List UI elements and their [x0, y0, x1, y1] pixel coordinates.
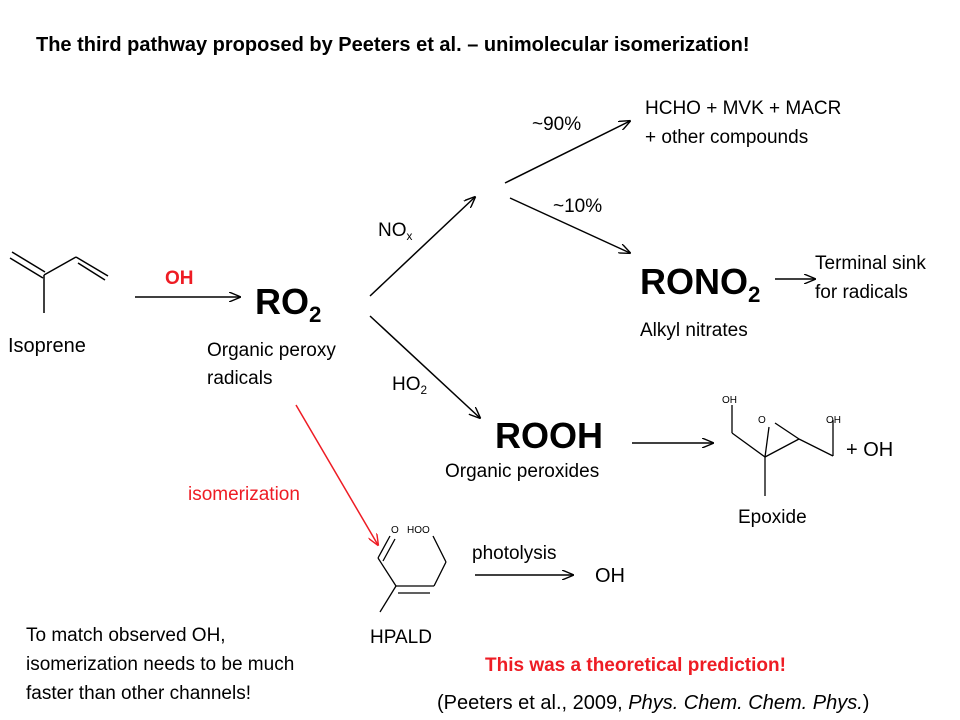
hpald-hoo-atom: HOO	[407, 525, 430, 536]
branch-10-arrow	[509, 197, 630, 253]
isoprene-structure	[9, 251, 109, 313]
epoxide-oh-left: OH	[722, 395, 737, 406]
epoxide-plus-oh: + OH	[846, 439, 894, 461]
branch-10-percent: ~10%	[553, 196, 603, 217]
photolysis-oh-product: OH	[595, 565, 625, 587]
epoxide-structure	[731, 405, 834, 496]
photolysis-label: photolysis	[472, 543, 557, 564]
ho2-arrow	[369, 315, 480, 418]
note-line2: isomerization needs to be much	[26, 654, 295, 675]
slide-title: The third pathway proposed by Peeters et…	[36, 34, 750, 56]
rono2-sink-line2: for radicals	[815, 282, 908, 303]
isomerization-label: isomerization	[188, 484, 300, 505]
hpald-label: HPALD	[370, 627, 432, 648]
ro2-label: RO2	[255, 281, 322, 327]
oh-reagent-label: OH	[165, 268, 194, 289]
hpald-structure	[377, 535, 447, 613]
branch-90-percent: ~90%	[532, 114, 582, 135]
prediction-note: This was a theoretical prediction!	[485, 655, 786, 676]
ro2-desc-line2: radicals	[207, 368, 273, 389]
ho2-label: HO2	[392, 374, 428, 398]
hpald-o-atom: O	[391, 525, 399, 536]
branch-90-products-line1: HCHO + MVK + MACR	[645, 98, 842, 119]
rono2-desc: Alkyl nitrates	[640, 320, 748, 341]
note-line3: faster than other channels!	[26, 683, 251, 704]
nox-label: NOx	[378, 220, 413, 244]
isomerization-arrow	[295, 404, 378, 545]
epoxide-oh-right: OH	[826, 415, 841, 426]
epoxide-label: Epoxide	[738, 507, 807, 528]
isoprene-label: Isoprene	[8, 335, 86, 357]
nox-arrow	[369, 197, 475, 297]
rooh-desc: Organic peroxides	[445, 461, 600, 482]
citation: (Peeters et al., 2009, Phys. Chem. Chem.…	[437, 692, 870, 714]
branch-90-arrow	[504, 121, 630, 184]
branch-90-products-line2: + other compounds	[645, 127, 809, 148]
note-line1: To match observed OH,	[26, 625, 226, 646]
epoxide-o-ring: O	[758, 415, 766, 426]
rono2-label: RONO2	[640, 261, 761, 307]
ro2-desc-line1: Organic peroxy	[207, 340, 336, 361]
rooh-label: ROOH	[495, 415, 603, 456]
rono2-sink-line1: Terminal sink	[815, 253, 926, 274]
